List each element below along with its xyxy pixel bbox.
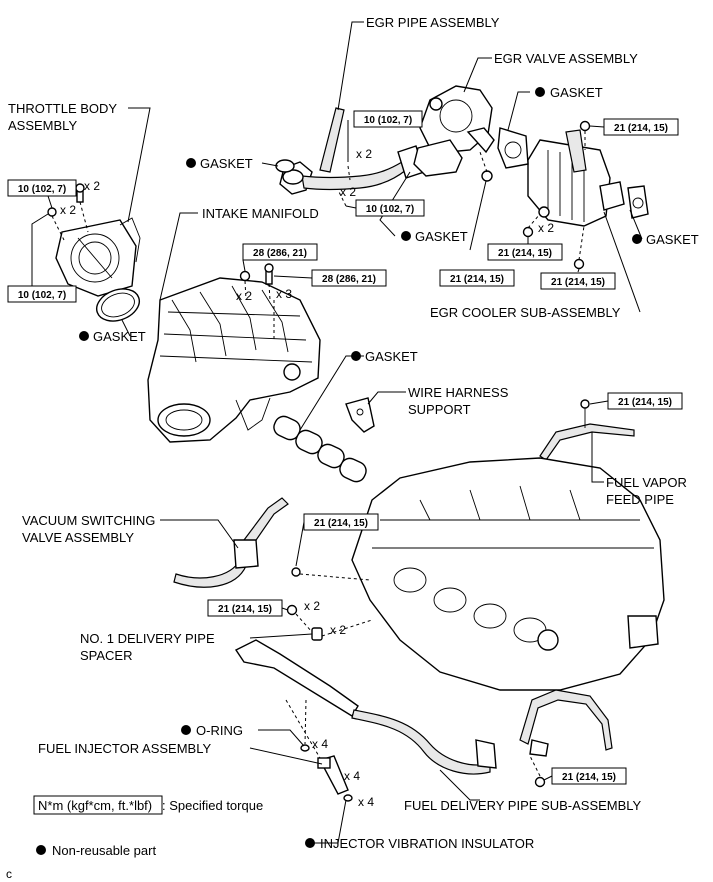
delivery-spacer-label-1: NO. 1 DELIVERY PIPE — [80, 631, 215, 646]
legend-non-reusable: Non-reusable part — [52, 843, 156, 858]
legend-torque-box-text: N*m (kgf*cm, ft.*lbf) — [38, 798, 152, 813]
throttle-body-label-1: THROTTLE BODY — [8, 101, 117, 116]
vsv-drawing — [173, 497, 301, 588]
torque-box-egr-cooler-top: 21 (214, 15) — [603, 118, 679, 136]
fuel-vapor-label-2: FEED PIPE — [606, 492, 674, 507]
intake-manifold-label: INTAKE MANIFOLD — [202, 206, 319, 221]
throttle-body-drawing — [55, 217, 141, 297]
egr-cooler-gasket-drawing — [497, 127, 529, 169]
legend-torque: N*m (kgf*cm, ft.*lbf) : Specified torque — [33, 795, 263, 815]
egr-valve-assembly-label: EGR VALVE ASSEMBLY — [494, 51, 638, 66]
multiplier-spacer: x 2 — [330, 623, 346, 637]
svg-text:10 (102, 7): 10 (102, 7) — [18, 290, 66, 301]
gasket-intake-label: GASKET — [365, 349, 418, 364]
o-ring-label: O-RING — [196, 723, 243, 738]
svg-text:10 (102, 7): 10 (102, 7) — [18, 184, 66, 195]
multiplier-egr-pipe-lower: x 2 — [340, 185, 356, 199]
svg-text:21 (214, 15): 21 (214, 15) — [498, 248, 552, 259]
gasket-throttle-label: GASKET — [93, 329, 146, 344]
fuel-delivery-pipe-label: FUEL DELIVERY PIPE SUB-ASSEMBLY — [404, 798, 642, 813]
corner-mark: c — [6, 867, 12, 881]
egr-valve-drawing — [413, 85, 495, 182]
multiplier-throttle-stud: x 2 — [60, 203, 76, 217]
multiplier-manifold-nut: x 2 — [236, 289, 252, 303]
delivery-spacer-label-2: SPACER — [80, 648, 133, 663]
svg-text:21 (214, 15): 21 (214, 15) — [618, 397, 672, 408]
svg-text:21 (214, 15): 21 (214, 15) — [218, 604, 272, 615]
insulator-drawing — [343, 794, 353, 802]
throttle-body-label-2: ASSEMBLY — [8, 118, 77, 133]
svg-text:10 (102, 7): 10 (102, 7) — [366, 204, 414, 215]
torque-box-manifold-nut: 28 (286, 21) — [242, 243, 318, 261]
egr-pipe-assembly-label: EGR PIPE ASSEMBLY — [366, 15, 500, 30]
torque-box-egr-valve-nut: 21 (214, 15) — [439, 269, 515, 287]
egr-cooler-drawing — [527, 129, 625, 227]
intake-gasket-drawing — [273, 415, 367, 483]
torque-box-egr-pipe-lower: 10 (102, 7) — [355, 199, 425, 217]
wire-harness-label-2: SUPPORT — [408, 402, 471, 417]
egr-pipe-gasket-drawing — [275, 159, 295, 173]
engine-head-drawing — [351, 457, 665, 691]
svg-text:10 (102, 7): 10 (102, 7) — [364, 115, 412, 126]
legend-torque-desc: : Specified torque — [162, 798, 263, 813]
svg-text:21 (214, 15): 21 (214, 15) — [551, 277, 605, 288]
multiplier-egr-pipe-upper: x 2 — [356, 147, 372, 161]
alignment-lines — [51, 131, 586, 777]
svg-text:28 (286, 21): 28 (286, 21) — [322, 274, 376, 285]
svg-text:21 (214, 15): 21 (214, 15) — [562, 772, 616, 783]
torque-box-egr-cooler-low: 21 (214, 15) — [540, 272, 616, 290]
svg-text:28 (286, 21): 28 (286, 21) — [253, 248, 307, 259]
gasket-egr-cooler-label: GASKET — [646, 232, 699, 247]
o-ring-drawing — [300, 744, 310, 752]
torque-box-manifold-bolt: 28 (286, 21) — [311, 269, 387, 287]
egr-cooler-bolts-drawing — [522, 120, 591, 270]
torque-box-vsv: 21 (214, 15) — [303, 513, 379, 531]
torque-box-egr-cooler-mid: 21 (214, 15) — [487, 243, 563, 261]
svg-text:21 (214, 15): 21 (214, 15) — [314, 518, 368, 529]
vsv-label-2: VALVE ASSEMBLY — [22, 530, 134, 545]
non-reusable-bullets — [36, 87, 642, 855]
gasket-egr-pipe-lower-label: GASKET — [415, 229, 468, 244]
egr-cooler-label: EGR COOLER SUB-ASSEMBLY — [430, 305, 621, 320]
svg-text:21 (214, 15): 21 (214, 15) — [450, 274, 504, 285]
gasket-egr-valve-label: GASKET — [550, 85, 603, 100]
multiplier-egr-cooler-mid: x 2 — [538, 221, 554, 235]
svg-text:21 (214, 15): 21 (214, 15) — [614, 123, 668, 134]
multiplier-o-ring: x 4 — [312, 737, 328, 751]
multiplier-delivery-bolt: x 2 — [304, 599, 320, 613]
fuel-vapor-label-1: FUEL VAPOR — [606, 475, 687, 490]
fuel-delivery-pipe-drawing — [234, 639, 613, 788]
torque-box-throttle-top: 10 (102, 7) — [7, 179, 77, 197]
injector-insulator-label: INJECTOR VIBRATION INSULATOR — [320, 836, 534, 851]
multiplier-throttle-top: x 2 — [84, 179, 100, 193]
torque-box-throttle-bottom: 10 (102, 7) — [7, 285, 77, 303]
vsv-label-1: VACUUM SWITCHING — [22, 513, 155, 528]
throttle-gasket-drawing — [95, 288, 141, 322]
fuel-vapor-pipe-drawing — [539, 399, 635, 461]
multiplier-insulator: x 4 — [358, 795, 374, 809]
torque-box-delivery-bolt: 21 (214, 15) — [207, 599, 283, 617]
gasket-egr-pipe-label: GASKET — [200, 156, 253, 171]
torque-box-fuel-delivery: 21 (214, 15) — [551, 767, 627, 785]
wire-harness-label-1: WIRE HARNESS — [408, 385, 509, 400]
egr-cooler-gasket-rear-drawing — [627, 185, 649, 219]
torque-box-fuel-vapor: 21 (214, 15) — [607, 392, 683, 410]
multiplier-injector: x 4 — [344, 769, 360, 783]
intake-manifold-drawing — [147, 277, 321, 443]
torque-box-egr-pipe-upper: 10 (102, 7) — [353, 110, 423, 128]
wire-harness-support-drawing — [345, 397, 375, 433]
multiplier-manifold-bolt: x 3 — [276, 287, 292, 301]
fuel-injector-label: FUEL INJECTOR ASSEMBLY — [38, 741, 211, 756]
